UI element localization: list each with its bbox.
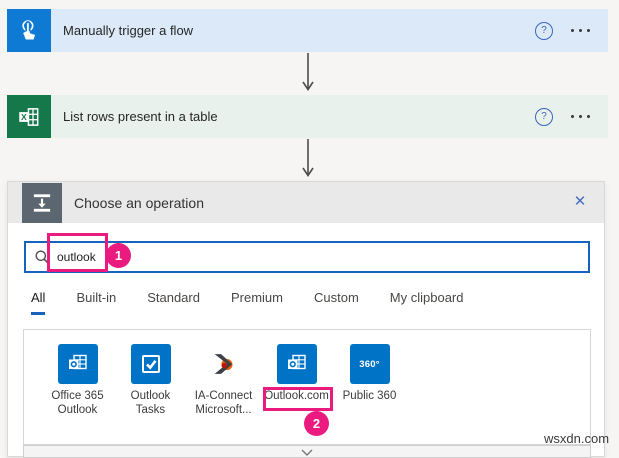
flow-step-list-rows[interactable]: X List rows present in a table ? (7, 95, 608, 138)
expand-results-bar[interactable] (23, 445, 591, 458)
svg-text:X: X (21, 112, 27, 122)
public-360-icon: 360° (349, 344, 390, 384)
outlook-com-icon (276, 344, 317, 384)
connector-label: Outlook.com (264, 390, 329, 402)
search-icon (35, 250, 49, 264)
connector-tabs: All Built-in Standard Premium Custom My … (8, 286, 604, 315)
choose-operation-icon (22, 182, 62, 223)
choose-operation-panel: Choose an operation ✕ All Built-in Stand… (7, 181, 605, 458)
more-options-icon[interactable] (569, 25, 592, 36)
search-input[interactable] (57, 243, 588, 271)
outlook-tasks-icon (130, 344, 171, 384)
panel-header: Choose an operation ✕ (8, 182, 604, 223)
more-options-icon[interactable] (569, 111, 592, 122)
close-icon[interactable]: ✕ (573, 193, 587, 210)
connector-label: Public 360 (342, 390, 397, 402)
watermark: wsxdn.com (544, 431, 610, 446)
connector-label: Office 365 Outlook (51, 390, 104, 416)
flow-connector-arrow (302, 139, 314, 177)
step-title: List rows present in a table (63, 109, 218, 124)
step-title: Manually trigger a flow (63, 23, 194, 38)
office365-outlook-icon (57, 344, 98, 384)
help-icon[interactable]: ? (535, 21, 553, 40)
connector-outlook-tasks[interactable]: Outlook Tasks (114, 330, 187, 444)
manual-trigger-icon (7, 9, 51, 52)
connector-label: Outlook Tasks (130, 390, 171, 416)
connector-office365-outlook[interactable]: Office 365 Outlook (41, 330, 114, 444)
tab-custom[interactable]: Custom (313, 290, 359, 305)
operation-search-box[interactable] (24, 241, 590, 273)
connector-ia-connect[interactable]: IA-Connect Microsoft... (187, 330, 260, 444)
tab-standard[interactable]: Standard (147, 290, 200, 305)
connector-results: Office 365 Outlook Outlook Tasks (23, 329, 591, 445)
flow-step-manual-trigger[interactable]: Manually trigger a flow ? (7, 9, 608, 52)
tab-all[interactable]: All (31, 286, 46, 315)
help-icon[interactable]: ? (535, 107, 553, 126)
connector-outlook-com[interactable]: Outlook.com (260, 330, 333, 444)
connector-label: IA-Connect Microsoft... (194, 390, 253, 416)
tab-premium[interactable]: Premium (230, 290, 283, 305)
tab-built-in[interactable]: Built-in (76, 290, 117, 305)
flow-connector-arrow (302, 53, 314, 91)
excel-icon: X (7, 95, 51, 138)
chevron-down-icon (301, 449, 313, 456)
panel-title: Choose an operation (74, 194, 204, 211)
ia-connect-icon (204, 344, 244, 384)
connector-public-360[interactable]: 360° Public 360 (333, 330, 406, 444)
tab-my-clipboard[interactable]: My clipboard (389, 290, 464, 305)
